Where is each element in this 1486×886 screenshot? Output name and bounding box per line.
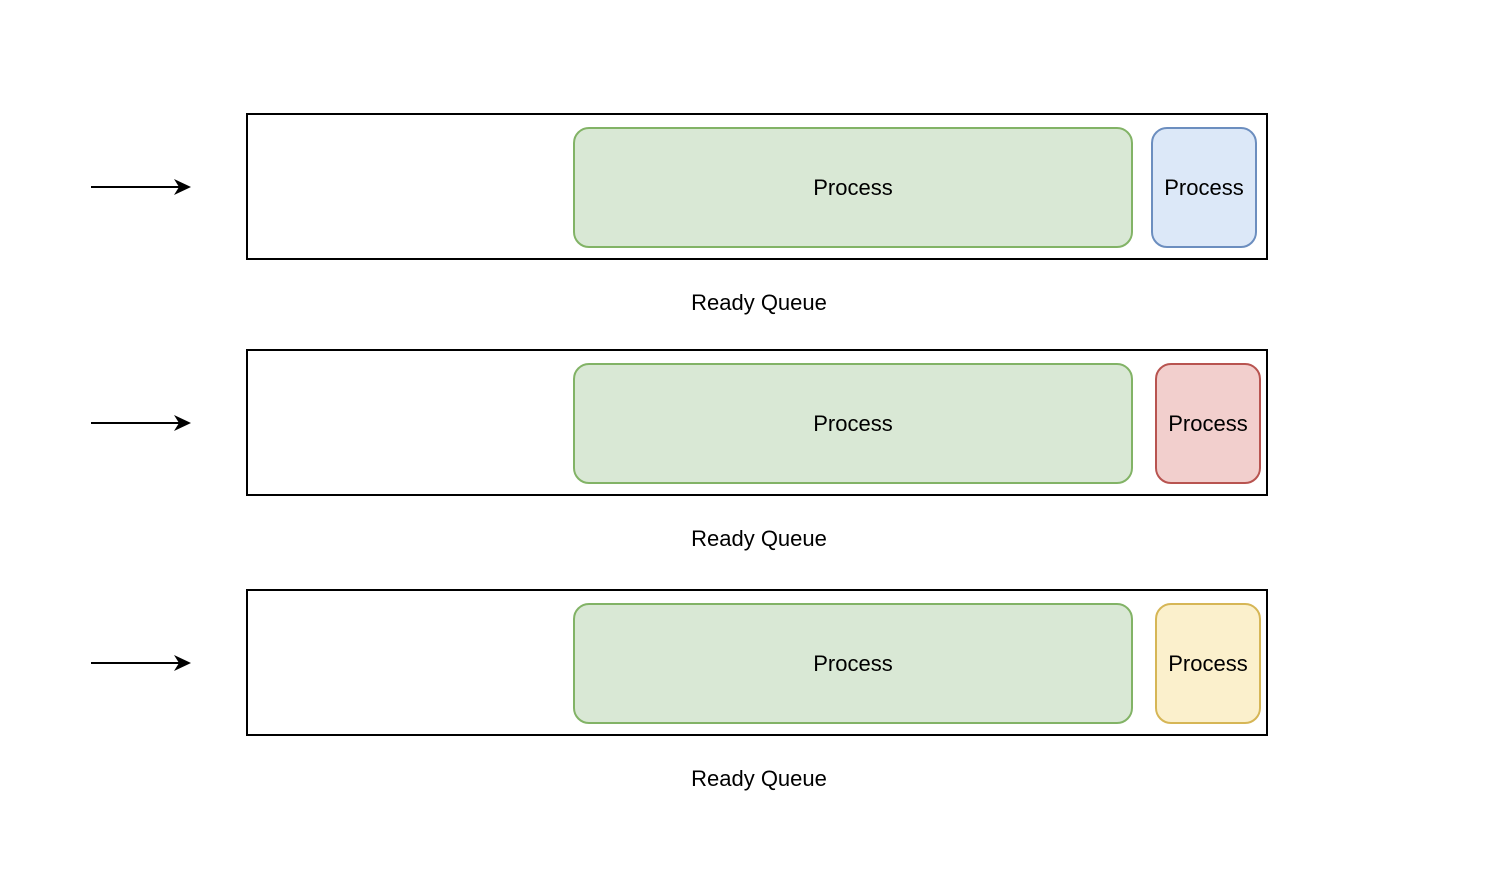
process-side-3[interactable]: Process	[1155, 603, 1261, 724]
ready-queue-label-1: Ready Queue	[691, 290, 827, 315]
ready-queue-label-2: Ready Queue	[691, 526, 827, 551]
incoming-arrow-3	[91, 655, 191, 671]
ready-queue-label-3: Ready Queue	[691, 766, 827, 791]
ready-queue-box-1: Process Process	[246, 113, 1268, 260]
process-main-2[interactable]: Process	[573, 363, 1133, 484]
process-side-2[interactable]: Process	[1155, 363, 1261, 484]
process-main-2-label: Process	[813, 410, 893, 436]
process-side-1[interactable]: Process	[1151, 127, 1257, 248]
ready-queue-box-3: Process Process	[246, 589, 1268, 736]
incoming-arrow-1	[91, 179, 191, 195]
process-main-3-label: Process	[813, 650, 893, 676]
process-side-3-label: Process	[1168, 650, 1248, 676]
process-side-1-label: Process	[1164, 174, 1244, 200]
process-main-1[interactable]: Process	[573, 127, 1133, 248]
process-main-3[interactable]: Process	[573, 603, 1133, 724]
ready-queue-box-2: Process Process	[246, 349, 1268, 496]
process-side-2-label: Process	[1168, 410, 1248, 436]
process-main-1-label: Process	[813, 174, 893, 200]
incoming-arrow-2	[91, 415, 191, 431]
